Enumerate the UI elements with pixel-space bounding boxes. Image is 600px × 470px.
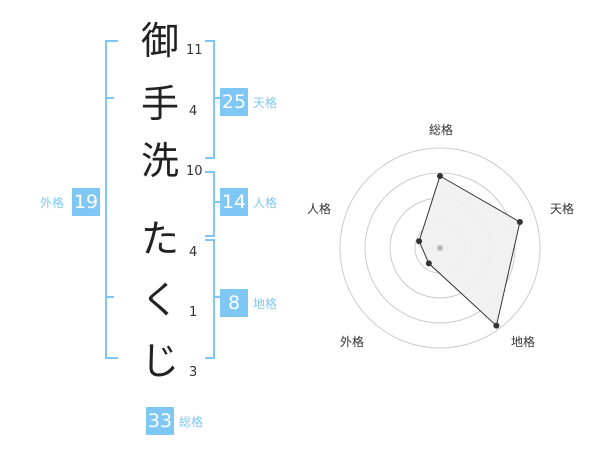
radar-point-3 (493, 322, 500, 329)
name-char-4: た (141, 217, 180, 261)
jinkaku-bracket (205, 171, 220, 237)
stroke-count-3: 10 (186, 164, 203, 179)
stroke-count-1: 11 (186, 43, 203, 58)
jinkaku-value: 14 (220, 188, 248, 216)
name-char-6: じ (141, 339, 180, 383)
name-char-3: 洗 (141, 139, 180, 183)
jinkaku-label: 人格 (253, 196, 278, 210)
chikaku-value: 8 (220, 289, 248, 317)
tenkaku-bracket (205, 40, 220, 159)
stroke-count-4: 4 (189, 245, 198, 260)
radar-label-gaikaku: 外格 (339, 335, 365, 349)
name-char-1: 御 (141, 19, 180, 63)
radar-polygon (418, 175, 521, 327)
soukaku-value: 33 (146, 407, 174, 435)
chikaku-label: 地格 (253, 297, 278, 311)
stroke-count-6: 3 (189, 365, 198, 380)
radar-point-2 (516, 219, 523, 226)
radar-chart (339, 147, 541, 349)
radar-label-tenkaku: 天格 (549, 202, 575, 216)
radar-label-chikaku: 地格 (510, 335, 536, 349)
radar-point-5 (416, 238, 423, 245)
name-char-5: く (141, 278, 180, 322)
chikaku-bracket (205, 239, 220, 359)
radar-label-jinkaku: 人格 (306, 202, 332, 216)
radar-label-soukaku: 総格 (428, 123, 454, 137)
radar-ring (339, 147, 541, 349)
gaikaku-value: 19 (72, 188, 100, 216)
gaikaku-bracket (105, 40, 118, 359)
soukaku-label: 総格 (179, 415, 204, 429)
tenkaku-value: 25 (220, 88, 248, 116)
gaikaku-label: 外格 (40, 196, 65, 210)
radar-point-1 (437, 173, 443, 179)
stroke-count-2: 4 (189, 104, 198, 119)
fortune-brackets (105, 40, 220, 359)
tenkaku-label: 天格 (253, 96, 278, 110)
radar-center-dot (437, 245, 443, 251)
stroke-count-5: 1 (189, 305, 198, 320)
radar-point-4 (425, 260, 432, 267)
radar-points (416, 173, 523, 329)
name-char-2: 手 (141, 82, 180, 126)
